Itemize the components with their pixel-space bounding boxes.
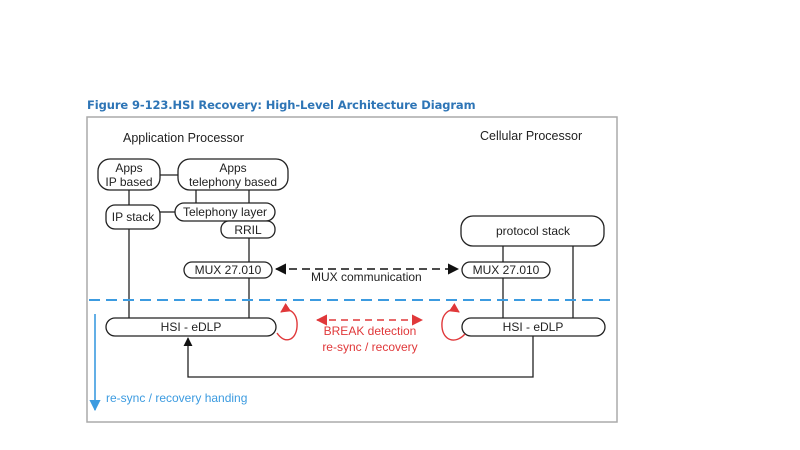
ip-stack-label: IP stack xyxy=(112,210,155,224)
mux-communication-label: MUX communication xyxy=(311,270,422,284)
break-detection-label: BREAK detection xyxy=(324,324,417,338)
apps-ip-based-box: Apps IP based xyxy=(97,158,161,191)
telephony-layer-label: Telephony layer xyxy=(183,205,267,219)
ip-stack-box: IP stack xyxy=(105,204,161,230)
rril-label: RRIL xyxy=(234,223,262,237)
hsi-physical-link xyxy=(183,334,534,378)
ap-hsi-box: HSI - eDLP xyxy=(105,317,277,337)
apps-telephony-based-box: Apps telephony based xyxy=(177,158,289,191)
telephony-layer-box: Telephony layer xyxy=(174,202,276,222)
cp-mux-label: MUX 27.010 xyxy=(473,263,540,277)
resync-recovery-label: re-sync / recovery xyxy=(322,340,417,354)
diagram-frame xyxy=(86,116,618,423)
apps-ip-line1: Apps xyxy=(115,161,142,175)
figure-title: Figure 9-123.HSI Recovery: High-Level Ar… xyxy=(87,98,476,112)
rril-box: RRIL xyxy=(220,220,276,239)
recovery-handing-label: re-sync / recovery handing xyxy=(106,391,247,405)
apps-tel-line1: Apps xyxy=(219,161,246,175)
ap-mux-box: MUX 27.010 xyxy=(183,261,273,279)
cellular-processor-header: Cellular Processor xyxy=(480,129,582,143)
cp-mux-box: MUX 27.010 xyxy=(461,261,551,279)
apps-tel-line2: telephony based xyxy=(189,175,277,189)
protocol-stack-box: protocol stack xyxy=(460,215,605,247)
protocol-stack-label: protocol stack xyxy=(496,224,571,238)
ap-break-loop-icon xyxy=(276,303,298,341)
cp-hsi-label: HSI - eDLP xyxy=(503,320,564,334)
ap-hsi-label: HSI - eDLP xyxy=(161,320,222,334)
apps-ip-line2: IP based xyxy=(105,175,152,189)
application-processor-header: Application Processor xyxy=(123,131,244,145)
cp-break-loop-icon xyxy=(441,303,466,341)
ap-mux-label: MUX 27.010 xyxy=(195,263,262,277)
cp-hsi-box: HSI - eDLP xyxy=(461,317,606,337)
